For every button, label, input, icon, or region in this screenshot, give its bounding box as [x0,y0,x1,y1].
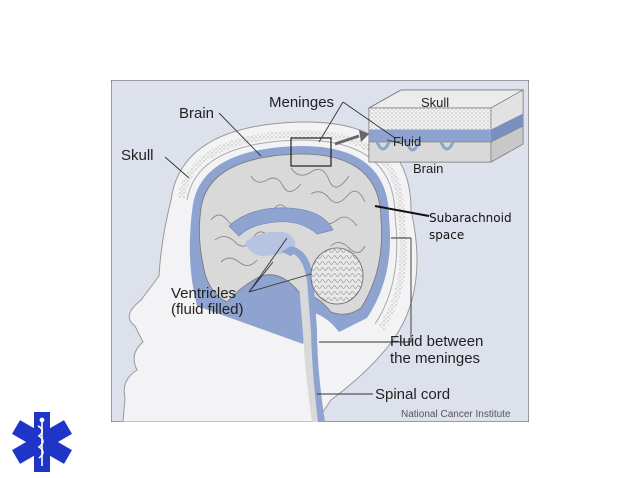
rod-of-asclepius-icon [37,417,45,466]
skull-bone-inner-edge [186,139,398,325]
label-skull: Skull [121,147,154,164]
label-inset-skull: Skull [421,95,449,110]
subarachnoid-pointer [374,205,430,217]
brain-meninges-diagram: Brain Meninges Skull Skull Fluid Brain S… [111,80,529,422]
label-subarachnoid-line2: space [429,228,464,242]
inset-cross-section [367,89,525,163]
zoom-arrow [334,134,360,146]
label-spinal-cord: Spinal cord [375,386,450,403]
label-ventricles-line1: Ventricles [171,285,236,302]
label-ventricles-line2: (fluid filled) [171,301,244,318]
label-inset-fluid: Fluid [393,134,421,149]
star-of-life-icon [12,412,72,472]
ventricle-lower [245,231,296,256]
label-inset-brain: Brain [413,161,443,176]
label-subarachnoid-line1: Subarachnoid [429,211,512,225]
leader-lines [164,101,430,395]
credit-text: National Cancer Institute [401,409,511,420]
label-fluid-between-line1: Fluid between [390,333,483,350]
spinal-cord [289,254,318,422]
label-fluid-between-line2: the meninges [390,350,480,367]
label-brain: Brain [179,105,214,122]
zoom-arrow-head [359,130,369,142]
cerebellum [310,247,364,305]
ventricle-arch [228,207,334,237]
label-meninges: Meninges [269,94,334,111]
skull-bone [177,130,407,331]
zoom-box [290,137,332,167]
